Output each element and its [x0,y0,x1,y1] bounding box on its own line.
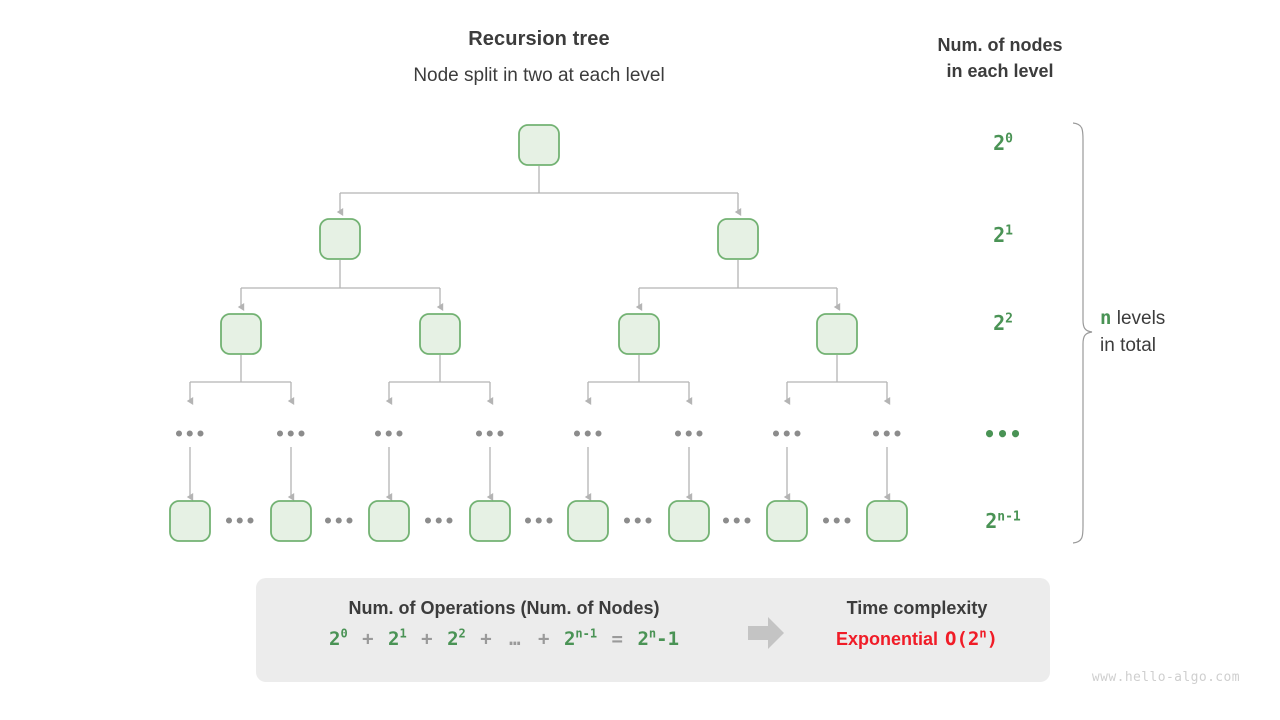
formula-term-1: 20 [328,626,348,650]
right-column-heading-line1: Num. of nodes [937,35,1063,55]
formula-equals: = [611,628,623,650]
operations-title: Num. of Operations (Num. of Nodes) [348,598,660,618]
tree-connectors [186,166,891,501]
level-count-0: 20 [943,131,1063,155]
levels-brace [1072,122,1093,544]
level-count-last-base: 2 [985,509,998,533]
complexity-word: Exponential [835,629,938,649]
level-count-1: 21 [943,223,1063,247]
level-count-ellipsis: ••• [983,422,1023,446]
complexity-bigo: O(2n) [945,626,999,650]
tree-node [469,500,511,542]
tree-node [567,500,609,542]
tree-node [270,500,312,542]
formula-result: 2n-1 [637,626,680,650]
formula-term-4: 2n-1 [563,626,598,650]
tree-node [866,500,908,542]
tree-between-ellipsis: ••• [720,512,754,532]
tree-between-ellipsis: ••• [820,512,854,532]
tree-inner-ellipsis: ••• [372,425,406,445]
tree-between-ellipsis: ••• [522,512,556,532]
brace-label-levels: levels [1116,308,1166,329]
tree-node [368,500,410,542]
tree-between-ellipsis: ••• [223,512,257,532]
tree-between-ellipsis: ••• [621,512,655,532]
tree-inner-ellipsis: ••• [274,425,308,445]
complexity-value: Exponential O(2n) [800,628,1034,650]
page-subtitle: Node split in two at each level [413,65,665,86]
complexity-title: Time complexity [846,598,988,618]
brace-label: n levels in total [1100,305,1270,359]
tree-node [668,500,710,542]
formula-plus-2: + [421,628,433,650]
tree-node [169,500,211,542]
tree-inner-ellipsis: ••• [672,425,706,445]
tree-node [618,313,660,355]
formula-dots: … [509,628,521,650]
tree-node [319,218,361,260]
level-count-2: 22 [943,311,1063,335]
tree-between-ellipsis: ••• [322,512,356,532]
formula-plus-4: + [538,628,550,650]
tree-node [220,313,262,355]
formula-term-3: 22 [447,626,466,650]
operations-formula: 20 + 21 + 22 + … + 2n-1 = 2n-1 [276,628,732,650]
operations-block: Num. of Operations (Num. of Nodes) 20 + … [276,598,732,650]
tree-inner-ellipsis: ••• [473,425,507,445]
level-count-1-base: 2 [993,223,1006,247]
level-count-last: 2n-1 [943,509,1063,533]
formula-plus-3: + [480,628,492,650]
tree-node [518,124,560,166]
tree-inner-ellipsis: ••• [571,425,605,445]
brace-variable: n [1100,307,1112,329]
level-count-1-exp: 1 [1005,223,1013,239]
tree-between-ellipsis: ••• [422,512,456,532]
tree-inner-ellipsis: ••• [870,425,904,445]
watermark: www.hello-algo.com [1091,670,1240,685]
level-count-2-base: 2 [993,311,1006,335]
tree-inner-ellipsis: ••• [173,425,207,445]
formula-plus-1: + [362,628,374,650]
level-count-0-exp: 0 [1005,131,1013,147]
tree-node [419,313,461,355]
right-arrow-icon [748,617,784,649]
level-count-last-exp: n-1 [997,509,1021,525]
brace-label-line1: n levels [1100,305,1270,332]
tree-inner-ellipsis: ••• [770,425,804,445]
tree-node [766,500,808,542]
brace-label-line2: in total [1100,335,1156,356]
tree-nodes [169,124,908,542]
tree-node [816,313,858,355]
right-column-heading: Num. of nodes in each level [900,32,1100,84]
page-title: Recursion tree [468,28,610,50]
level-count-0-base: 2 [993,131,1006,155]
formula-term-2: 21 [388,626,407,650]
tree-node [717,218,759,260]
right-column-heading-line2: in each level [946,61,1054,81]
complexity-block: Time complexity Exponential O(2n) [800,598,1034,650]
summary-panel [256,578,1050,682]
level-count-2-exp: 2 [1005,311,1013,327]
